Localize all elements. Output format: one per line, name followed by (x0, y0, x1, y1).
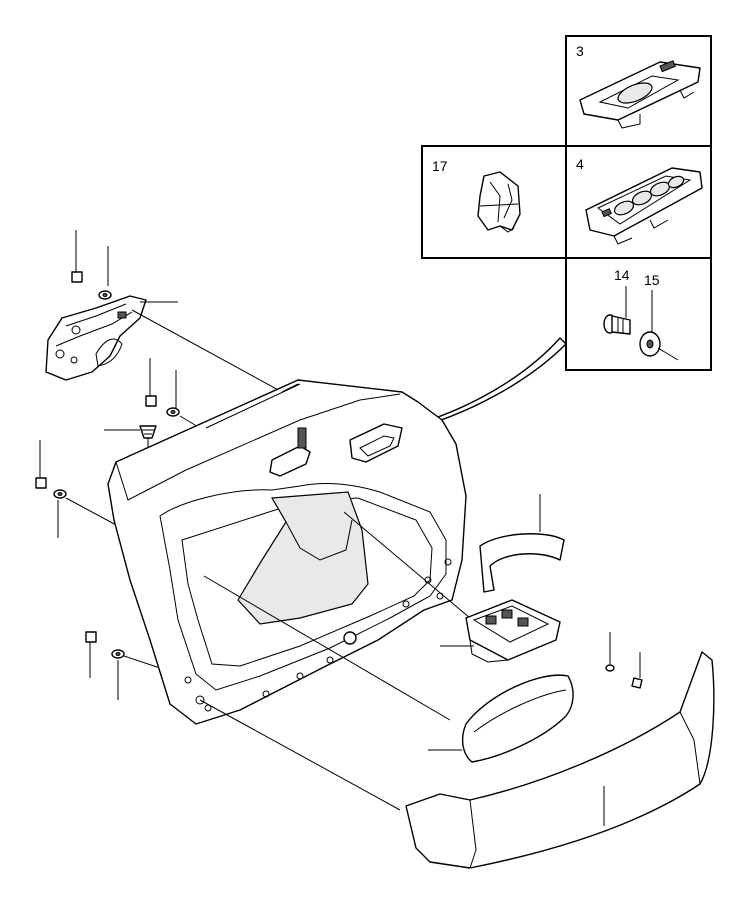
panel-leader-lines (199, 511, 474, 811)
window-switch-single-part (579, 60, 701, 129)
clip-part (477, 171, 521, 233)
inner-door-handle-part (45, 295, 147, 381)
panel-bottom-left-fasteners (85, 631, 185, 700)
right-fasteners (605, 632, 643, 689)
inset-box-screw-washer (565, 257, 712, 371)
callout-15: 15 (644, 272, 660, 288)
callout-4: 4 (576, 156, 584, 172)
callout-14: 14 (614, 267, 630, 283)
lower-trim-panel-part (405, 651, 715, 869)
screw-washer-part (603, 286, 679, 361)
callout-17: 17 (432, 158, 448, 174)
pull-handle-trim-part (479, 494, 565, 593)
switch-housing-part (465, 599, 561, 663)
door-trim-panel-part (107, 379, 467, 725)
armrest-pad-part (461, 674, 574, 763)
window-switch-panel-part (585, 167, 703, 245)
callout-3: 3 (576, 43, 584, 59)
handle-fasteners (71, 230, 283, 393)
